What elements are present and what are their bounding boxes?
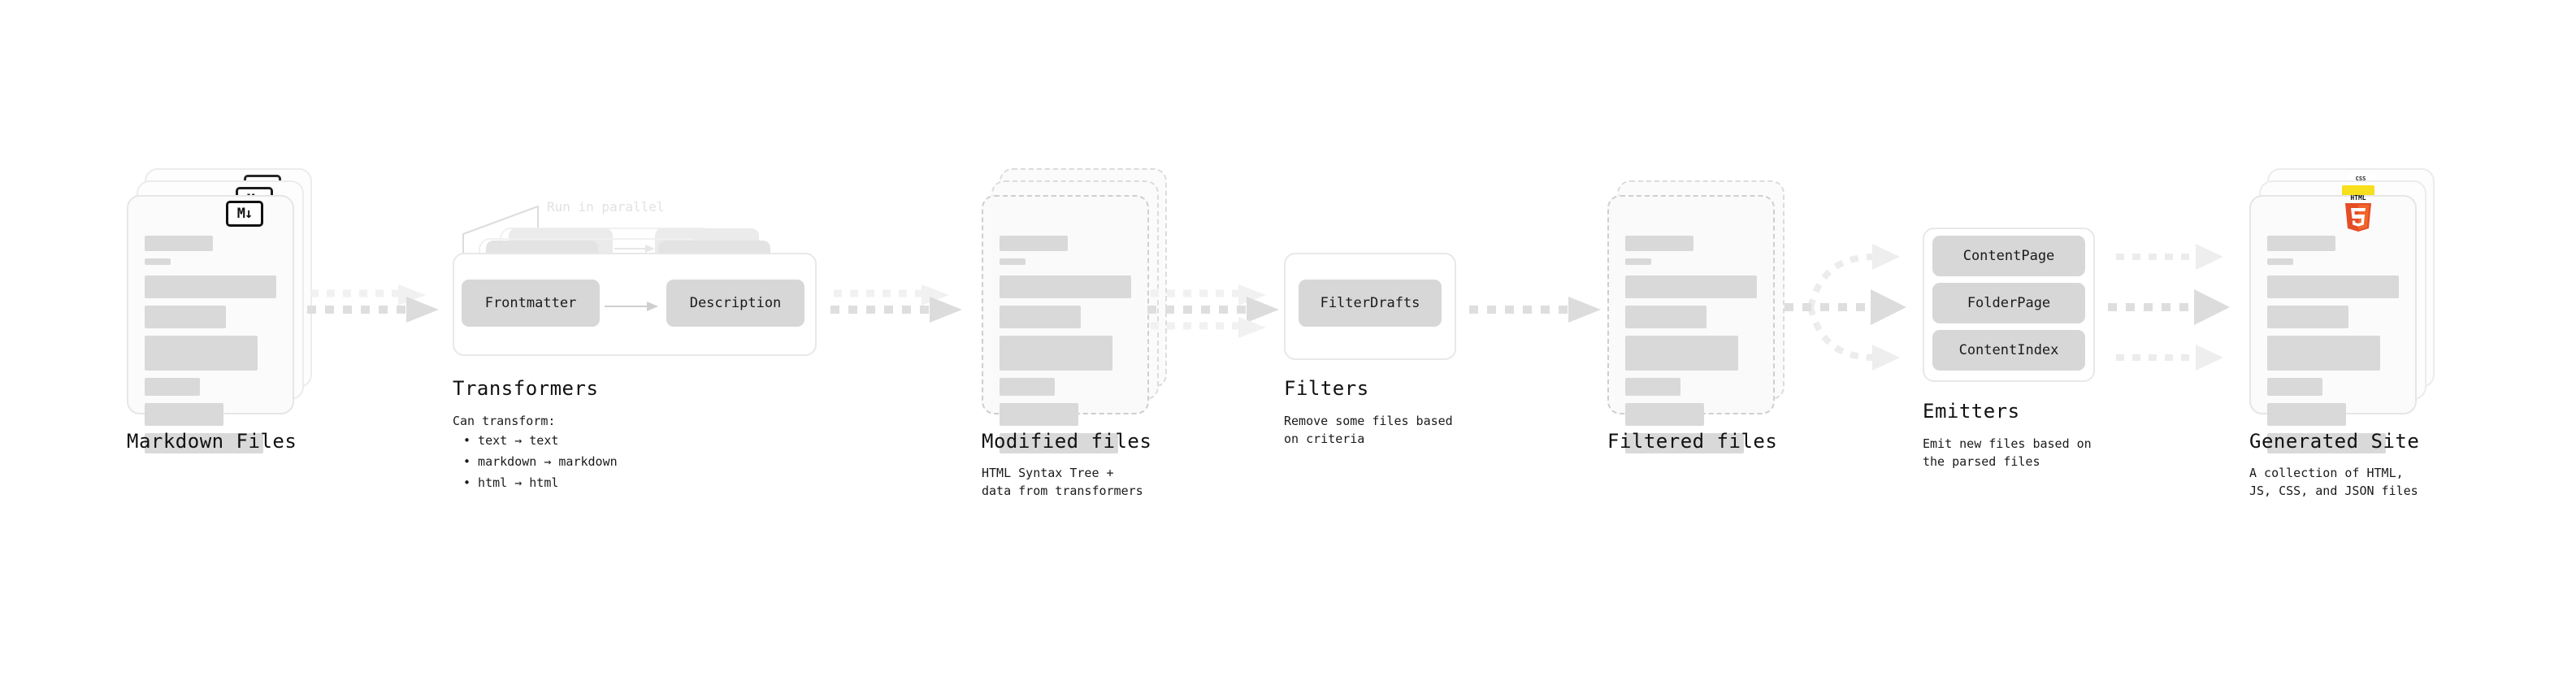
- connector-filters-to-filtered: [1469, 283, 1615, 340]
- stage-title-filtered-files: Filtered files: [1607, 430, 1778, 453]
- skeleton-bar: [1625, 306, 1707, 328]
- stage-title-modified-files: Modified files: [982, 430, 1152, 453]
- skeleton-bar: [1000, 306, 1082, 328]
- skeleton-bar: [1625, 275, 1757, 298]
- skeleton-bar: [1000, 275, 1131, 298]
- skeleton-bar: [145, 258, 171, 265]
- generated-site-subtitle: A collection of HTML, JS, CSS, and JSON …: [2249, 466, 2418, 498]
- site-skeleton: [2267, 236, 2399, 461]
- skeleton-bar: [1000, 378, 1056, 396]
- emitter-pill-contentindex[interactable]: ContentIndex: [1932, 330, 2085, 371]
- emitters-subtitle: Emit new files based on the parsed files: [1923, 436, 2092, 469]
- stage-title-markdown-files: Markdown Files: [127, 430, 297, 453]
- skeleton-bar: [2267, 306, 2349, 328]
- emitter-pill-contentpage[interactable]: ContentPage: [1932, 236, 2085, 276]
- markdown-file-card: [127, 195, 294, 453]
- transformers-bullet-0: • text → text: [463, 433, 559, 448]
- modified-files-subtitle: HTML Syntax Tree + data from transformer…: [982, 466, 1143, 498]
- skeleton-bar: [2267, 433, 2386, 453]
- skeleton-bar: [2267, 275, 2399, 298]
- connector-emitters-to-site: [2108, 234, 2254, 380]
- skeleton-bar: [145, 306, 227, 328]
- skeleton-bar: [1000, 433, 1118, 453]
- transformer-pill-label: Description: [689, 295, 782, 311]
- stage-title-generated-site: Generated Site: [2249, 430, 2420, 453]
- transformers-bullet-2: • html → html: [463, 475, 559, 490]
- run-in-parallel-label: Run in parallel: [547, 199, 665, 215]
- skeleton-bar: [145, 236, 214, 251]
- transformer-pill-label: Frontmatter: [484, 295, 577, 311]
- skeleton-bar: [1625, 236, 1694, 251]
- transformers-bullet-1: • markdown → markdown: [463, 454, 618, 469]
- emitter-pill-label: ContentIndex: [1958, 342, 2059, 358]
- filtered-skeleton: [1625, 236, 1757, 461]
- emitter-pill-label: ContentPage: [1962, 248, 2055, 264]
- skeleton-bar: [1625, 433, 1744, 453]
- markdown-skeleton: [145, 236, 276, 461]
- filters-subtitle: Remove some files based on criteria: [1284, 414, 1453, 446]
- connector-transformers-to-modified: [830, 283, 977, 340]
- html5-badge: HTML: [2340, 192, 2376, 232]
- filtered-file-card: [1607, 195, 1775, 453]
- skeleton-bar: [1625, 378, 1681, 396]
- skeleton-bar: [2267, 336, 2381, 371]
- connector-md-to-transformers: [307, 283, 453, 340]
- skeleton-bar: [2267, 378, 2323, 396]
- modified-file-card: [982, 195, 1149, 453]
- filter-pill-label: FilterDrafts: [1320, 295, 1420, 311]
- skeleton-bar: [145, 433, 263, 453]
- skeleton-bar: [1000, 236, 1069, 251]
- emitter-pill-label: FolderPage: [1967, 295, 2051, 311]
- connector-filtered-to-emitters: [1785, 234, 1931, 380]
- skeleton-bar: [1625, 403, 1705, 426]
- skeleton-bar: [145, 378, 201, 396]
- skeleton-bar: [145, 336, 258, 371]
- transformer-inner-arrow: [605, 301, 658, 311]
- filter-pill-filterdrafts[interactable]: FilterDrafts: [1299, 280, 1442, 327]
- skeleton-bar: [1000, 258, 1026, 265]
- skeleton-bar: [2267, 258, 2294, 265]
- transformer-pill-frontmatter[interactable]: Frontmatter: [462, 280, 600, 327]
- stage-title-emitters: Emitters: [1923, 400, 2020, 423]
- skeleton-bar: [1000, 336, 1113, 371]
- emitter-pill-folderpage[interactable]: FolderPage: [1932, 283, 2085, 323]
- transformer-pill-description[interactable]: Description: [666, 280, 804, 327]
- skeleton-bar: [1625, 258, 1652, 265]
- connector-modified-to-filters: [1147, 283, 1294, 340]
- skeleton-bar: [145, 275, 276, 298]
- skeleton-bar: [145, 403, 224, 426]
- modified-skeleton: [1000, 236, 1131, 461]
- stage-title-transformers: Transformers: [453, 377, 599, 400]
- css-badge-label: CSS: [2355, 176, 2366, 182]
- markdown-badge: M↓: [226, 201, 263, 227]
- svg-text:HTML: HTML: [2350, 194, 2366, 202]
- stage-title-filters: Filters: [1284, 377, 1369, 400]
- skeleton-bar: [1625, 336, 1739, 371]
- run-in-parallel-leader: [462, 205, 539, 257]
- skeleton-bar: [1000, 403, 1079, 426]
- generated-site-card: [2249, 195, 2417, 453]
- skeleton-bar: [2267, 403, 2347, 426]
- skeleton-bar: [2267, 236, 2336, 251]
- transformers-subtitle: Can transform:: [453, 414, 556, 428]
